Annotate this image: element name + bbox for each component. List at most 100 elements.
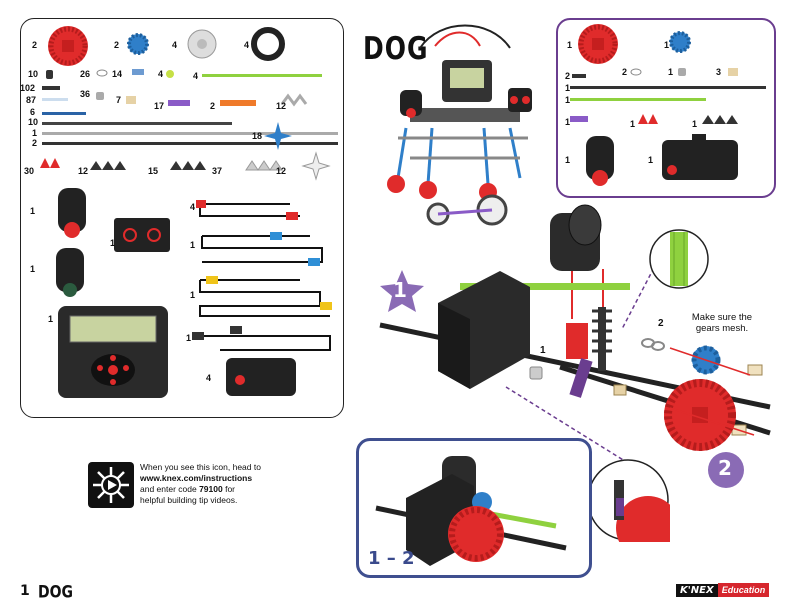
step-count-red-gear: 1 (567, 40, 573, 50)
count-c12b: 12 (78, 166, 89, 176)
step-count-black-rod: 2 (565, 71, 571, 81)
count-c10: 10 (28, 69, 39, 79)
mesh-note-line-2: gears mesh. (695, 323, 749, 334)
motor-box-icon (662, 134, 738, 180)
green-rod-icon (202, 74, 322, 77)
count-motor: 1 (30, 206, 36, 216)
count-black-tire: 4 (244, 40, 250, 50)
count-blue-gear: 2 (114, 40, 120, 50)
count-c1: 1 (32, 128, 38, 138)
white-star-connector-icon (301, 151, 331, 181)
blue-rod-icon (42, 112, 86, 115)
count-small-motor: 4 (206, 373, 212, 383)
black-rod-icon (570, 86, 766, 89)
count-yellow: 4 (158, 69, 164, 79)
count-c12c: 12 (276, 166, 287, 176)
brand-logo: K'NEX Education (676, 583, 770, 597)
black-connector-medium-icon (170, 161, 206, 170)
step-count-spacer: 2 (622, 67, 628, 77)
gear-detail-circle (587, 459, 670, 542)
motor-box-icon (438, 271, 530, 389)
black-rod-long-icon (42, 142, 338, 145)
step-count-tan: 3 (716, 67, 722, 77)
subassembly-art (375, 456, 567, 566)
black-connector-icon (702, 115, 738, 124)
callout-spacer-count: 2 (658, 318, 664, 329)
black-connector-large-icon (90, 161, 126, 170)
white-rod-icon (42, 98, 68, 101)
blue-gear-icon (669, 31, 691, 53)
count-c12a: 12 (276, 101, 287, 111)
green-rod-icon (460, 283, 630, 290)
parts-list-art (40, 26, 338, 398)
tan-clip-icon (728, 68, 738, 76)
brand-tag: Education (717, 583, 770, 597)
motor-icon-2 (56, 248, 84, 297)
spacer-icon (630, 68, 642, 76)
mesh-note: Make sure the gears mesh. (682, 312, 762, 334)
step-1-number: 1 (393, 278, 407, 302)
red-connector-icon (638, 114, 658, 124)
spacer-icon-2 (651, 341, 665, 351)
brand-logo-text: K'NEX (676, 583, 718, 597)
cable-yellow-icon (199, 276, 332, 317)
step-count-black-conn: 1 (692, 119, 698, 129)
green-rod-icon (570, 98, 706, 101)
count-c2: 2 (32, 138, 38, 148)
step-parts-art (570, 24, 766, 186)
count-c14: 14 (112, 69, 123, 79)
cable-blue-icon (201, 232, 323, 266)
count-c30: 30 (24, 166, 35, 176)
gray-rod-long-icon (42, 132, 338, 135)
count-motor-2: 1 (30, 264, 36, 274)
count-cable-blue: 1 (190, 240, 196, 250)
purple-connector-icon (168, 100, 190, 106)
count-c18: 18 (252, 131, 263, 141)
count-gray-wheel: 4 (172, 40, 178, 50)
count-cable-yellow: 1 (190, 290, 196, 300)
purple-connector-icon (570, 116, 588, 122)
assembly-diagram (379, 204, 771, 464)
motor-icon (586, 136, 614, 186)
blue-clip-icon (132, 69, 144, 75)
count-c10b: 10 (28, 117, 39, 127)
black-tire-icon (251, 27, 285, 61)
footer-title: DOG (38, 583, 74, 603)
yellow-connector-icon (166, 70, 174, 78)
tip-code: 79100 (199, 484, 223, 494)
count-c7: 7 (116, 95, 122, 105)
step-1-badge (380, 270, 424, 312)
step-count-purple: 1 (565, 117, 571, 127)
video-tip-text: When you see this icon, head to www.knex… (140, 462, 340, 506)
usb-cable-icon (192, 326, 331, 351)
count-orange: 2 (210, 101, 216, 111)
gray-hub-icon (529, 366, 543, 380)
count-red-gear: 2 (32, 40, 38, 50)
red-connector-icon (566, 323, 588, 359)
gray-hub-icon (678, 68, 686, 76)
step-count-rod-a: 1 (565, 83, 571, 93)
green-rod-detail (649, 229, 709, 289)
tip-url[interactable]: www.knex.com/instructions (140, 473, 253, 483)
gray-connector-icon (280, 93, 308, 107)
step-2-badge (708, 452, 744, 488)
count-c6: 6 (30, 107, 36, 117)
step-count-hub: 1 (668, 67, 674, 77)
black-rod-short-icon (572, 74, 586, 78)
page-number: 1 (20, 583, 30, 599)
tan-clip-icon (126, 96, 136, 104)
step-count-red-conn: 1 (630, 119, 636, 129)
red-gear-icon (48, 26, 88, 66)
black-connector-icon (46, 70, 53, 79)
gray-hub-icon (96, 92, 104, 100)
cable-red-icon (196, 200, 300, 220)
count-cable-red: 4 (190, 202, 196, 212)
red-gear-icon (578, 24, 618, 64)
tip-line-1: When you see this icon, head to (140, 462, 261, 472)
red-connector-icon (40, 158, 60, 168)
orange-connector-icon (220, 100, 256, 106)
tip-line-4: helpful building tip videos. (140, 495, 238, 505)
motor-icon (58, 188, 86, 238)
count-battery: 1 (110, 238, 116, 248)
count-c36: 36 (80, 89, 91, 99)
